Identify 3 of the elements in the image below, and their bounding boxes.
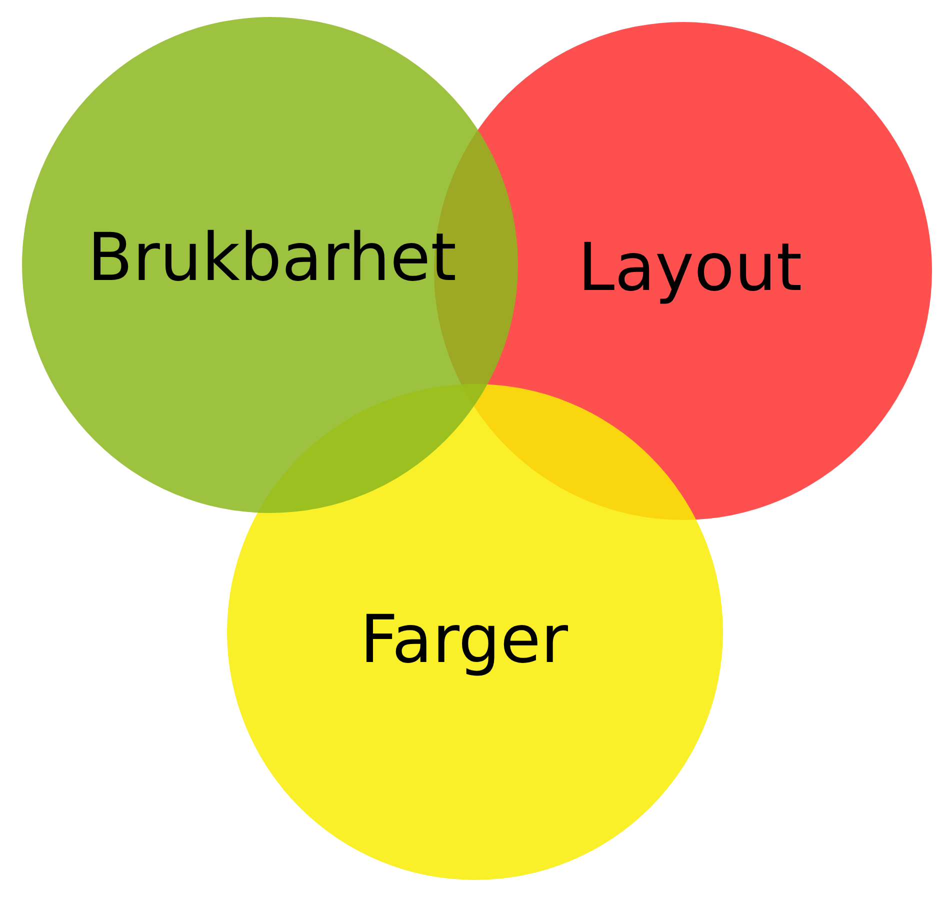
venn-circle xyxy=(22,17,518,513)
set-label: Brukbarhet xyxy=(87,225,457,291)
venn-circle xyxy=(227,384,723,880)
